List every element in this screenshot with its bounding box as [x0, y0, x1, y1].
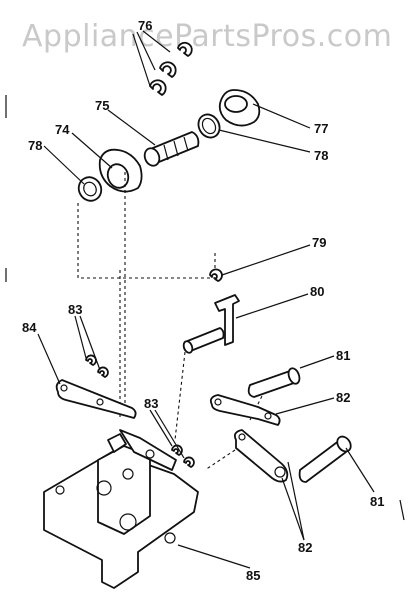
- part-81-pin-lower: [298, 435, 352, 483]
- callout-78-right: 78: [314, 148, 328, 163]
- callout-76: 76: [138, 18, 152, 33]
- part-74-cam: [98, 148, 143, 193]
- callout-75: 75: [95, 98, 109, 113]
- callout-80: 80: [310, 284, 324, 299]
- part-82-arm-lower: [233, 429, 289, 483]
- callout-84: 84: [22, 320, 37, 335]
- callout-83-middle: 83: [144, 396, 158, 411]
- part-82-arm-upper: [209, 394, 281, 426]
- part-83-clips-left: [85, 354, 109, 378]
- part-79-clip: [209, 268, 223, 282]
- part-85-bracket: [43, 429, 199, 589]
- part-80-lever: [182, 294, 240, 354]
- part-76-e-rings: [149, 41, 193, 96]
- assembly-guide-line: [174, 351, 186, 441]
- callout-78-left: 78: [28, 138, 42, 153]
- callout-83-left: 83: [68, 302, 82, 317]
- callout-82-lower: 82: [298, 540, 312, 555]
- callout-81-lower: 81: [370, 494, 384, 509]
- callout-81-upper: 81: [336, 348, 350, 363]
- callout-85: 85: [246, 568, 260, 583]
- edge-mark: [399, 499, 405, 521]
- part-77-cam: [218, 89, 261, 127]
- callout-77: 77: [314, 121, 328, 136]
- part-78-ring-right: [197, 113, 221, 139]
- callout-79: 79: [312, 235, 326, 250]
- leader-lines: [37, 30, 375, 569]
- part-78-ring-left: [77, 176, 103, 202]
- callout-74: 74: [55, 122, 70, 137]
- callout-82-upper: 82: [336, 390, 350, 405]
- part-81-pin-upper: [247, 367, 301, 398]
- part-83-clips-middle: [171, 444, 195, 468]
- part-84-arm: [55, 379, 137, 419]
- watermark-text: AppliancePartsPros.com: [22, 19, 392, 54]
- assembly-guide-line: [77, 203, 216, 279]
- part-75-shaft: [143, 131, 200, 167]
